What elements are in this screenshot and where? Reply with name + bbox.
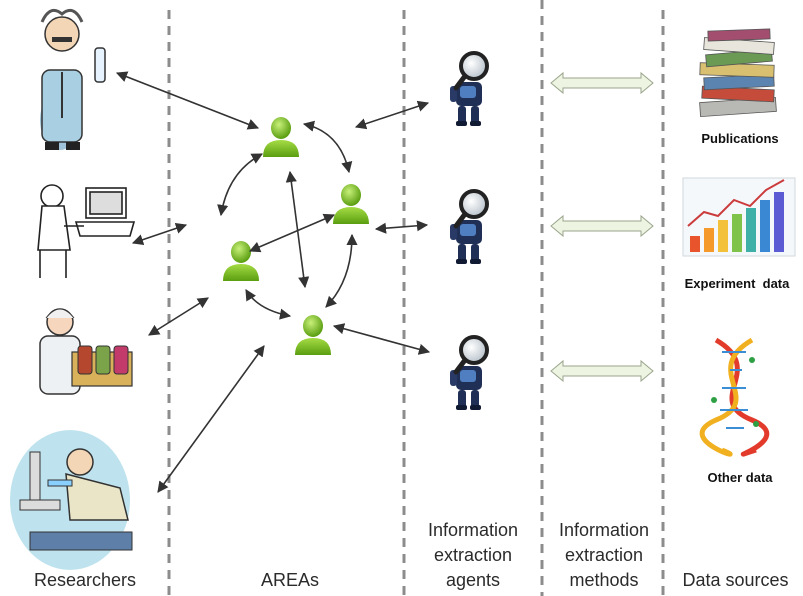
experiment-data-label: Experiment data [684, 276, 790, 291]
bar-chart-icon [682, 177, 796, 257]
arrow-g1 [354, 100, 430, 130]
column-dividers [167, 0, 665, 596]
arrow-a6 [325, 233, 358, 308]
researcher-with-jars-icon [39, 308, 133, 395]
arrow-g3 [332, 323, 431, 355]
dna-helix-icon [699, 337, 770, 457]
methods-label-line-1: Information [558, 520, 650, 540]
area-user-1 [263, 117, 299, 157]
robot-agent-3 [450, 337, 487, 410]
researcher-with-microscope-icon [10, 430, 133, 570]
arrow-a4 [248, 213, 336, 253]
methods-label-line-3: methods [569, 570, 639, 590]
other-data-label: Other data [707, 470, 773, 485]
robot-agent-1 [450, 53, 487, 126]
book-stack-icon [699, 28, 777, 118]
arrow-r3 [148, 297, 209, 336]
scientist-with-flask-icon [40, 8, 106, 150]
data-sources-column-label: Data sources [682, 570, 789, 590]
area-user-4 [295, 315, 331, 355]
arrow-r2 [131, 222, 188, 246]
publications-label: Publications [701, 131, 779, 146]
area-user-3 [223, 241, 259, 281]
areas-column-label: AREAs [260, 570, 320, 590]
researchers-column-label: Researchers [33, 570, 137, 590]
method-arrow-1 [550, 72, 654, 94]
arrow-g2 [374, 220, 429, 234]
area-user-2 [333, 184, 369, 224]
agents-column-label: Information extraction agents [408, 518, 538, 593]
methods-column-label: Information extraction methods [540, 518, 668, 593]
arrow-r1 [115, 71, 260, 130]
arrow-a2 [302, 120, 353, 174]
arrow-a3 [285, 170, 310, 289]
method-arrow-3 [550, 360, 654, 382]
agents-label-line-1: Information [427, 520, 519, 540]
arrow-a1 [217, 153, 263, 217]
robot-agent-2 [450, 191, 487, 264]
agents-label-line-2: extraction [433, 545, 513, 565]
arrow-a5 [245, 289, 292, 320]
researcher-at-computer-icon [37, 184, 136, 278]
arrow-r4 [157, 345, 265, 493]
method-arrow-2 [550, 215, 654, 237]
agents-label-line-3: agents [445, 570, 501, 590]
methods-label-line-2: extraction [564, 545, 644, 565]
connection-arrows [115, 71, 431, 493]
